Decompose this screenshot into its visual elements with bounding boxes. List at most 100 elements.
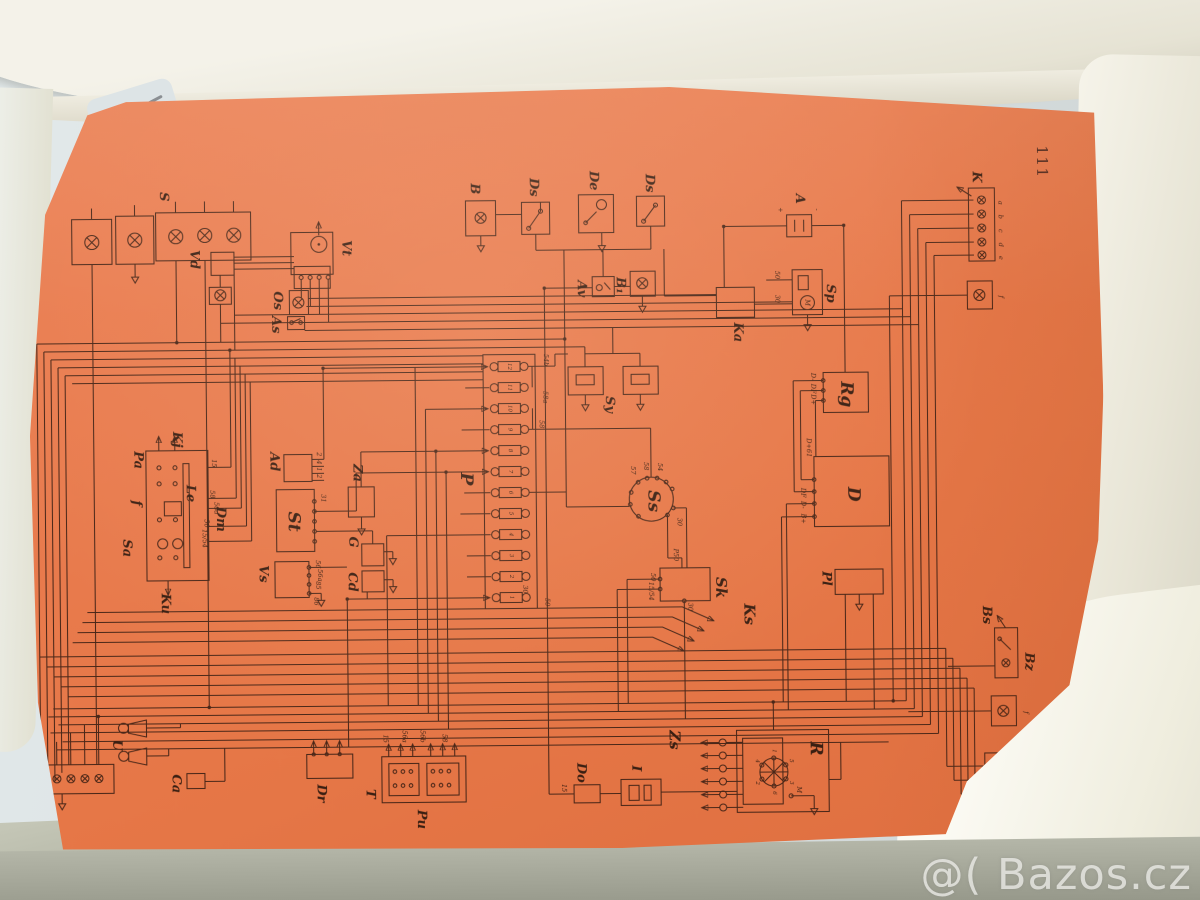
component-b1: B₁ bbox=[613, 271, 656, 312]
label-sa: Sa bbox=[119, 539, 134, 557]
component-pl: Pl bbox=[818, 569, 883, 611]
label-cd: Cd bbox=[344, 572, 359, 592]
component-ka: Ka bbox=[716, 287, 755, 342]
label-os: Os bbox=[270, 291, 285, 310]
terminal-15: 15 bbox=[210, 459, 218, 467]
component-vs: 56 56a 85 86 Vs bbox=[255, 560, 324, 607]
cyl-4: 4 bbox=[754, 758, 760, 763]
terminal-4: 4 bbox=[315, 459, 323, 464]
component-distributor-r: 1 5 3 6 2 4 M R bbox=[737, 729, 830, 815]
component-vd: Vd bbox=[186, 250, 234, 305]
label-sp: Sp bbox=[823, 284, 838, 303]
label-ca: Ca bbox=[168, 774, 183, 793]
component-regulator-rg: D- DF D+ Rg bbox=[809, 371, 868, 412]
label-f-top: f bbox=[997, 295, 1005, 300]
fuse-number: 2 bbox=[508, 574, 514, 579]
terminal-d-minus-d: D- bbox=[799, 500, 807, 509]
pin-c: c bbox=[997, 229, 1005, 233]
label-pa: Pa bbox=[130, 450, 145, 469]
terminal-30: 30 bbox=[521, 585, 529, 593]
terminal-p50: P50 bbox=[672, 548, 680, 562]
component-vt: Vt bbox=[291, 222, 354, 289]
label-av: Av bbox=[574, 278, 589, 298]
orange-schematic-page: S Vd Vt Os As bbox=[22, 83, 1107, 855]
label-ds2: Ds bbox=[642, 173, 657, 193]
watermark-bazos: @( Bazos.cz bbox=[920, 850, 1192, 900]
label-t: T bbox=[363, 789, 378, 800]
component-as: As bbox=[268, 314, 305, 334]
terminal-58d: 58d bbox=[212, 502, 220, 515]
terminal-54: 54 bbox=[656, 463, 664, 471]
terminal-50-pa: 50 bbox=[202, 519, 210, 527]
label-sy: Sy bbox=[602, 396, 617, 415]
terminal-30-sp: 30 bbox=[773, 295, 781, 303]
component-ad: 2 4 1 2 Ad bbox=[266, 450, 324, 482]
label-dr: Dr bbox=[314, 783, 329, 803]
component-connector-bottom-left bbox=[31, 764, 114, 810]
component-light-switch-ss: 57 58 54 30 Ss bbox=[628, 462, 683, 527]
terminal-2b: 2 bbox=[315, 473, 323, 478]
label-rg: Rg bbox=[836, 380, 856, 407]
terminal-56b-pu: 56b bbox=[419, 730, 427, 743]
component-starter-switch-sk: P50 50 15/54 30 Sk bbox=[647, 547, 731, 611]
cyl-6: 6 bbox=[771, 791, 777, 795]
component-cd: Cd bbox=[344, 571, 396, 593]
wiring-harness bbox=[35, 200, 996, 831]
terminal-56: 56 bbox=[314, 560, 322, 568]
terminal-minus: - bbox=[813, 208, 821, 210]
component-ds1: Ds bbox=[521, 177, 550, 235]
component-ammeter-a: + - A bbox=[776, 191, 820, 236]
terminal-31: 31 bbox=[319, 494, 327, 502]
component-do: 15 Do bbox=[560, 762, 600, 803]
label-vs: Vs bbox=[255, 565, 270, 583]
terminal-58-pu: 58 bbox=[441, 734, 449, 742]
terminal-58-pa: 58 bbox=[208, 490, 216, 498]
component-g: G bbox=[345, 536, 396, 566]
fuse-number: 4 bbox=[508, 532, 514, 537]
terminal-15-do: 15 bbox=[560, 784, 568, 792]
component-ca: Ca bbox=[168, 773, 205, 793]
terminal-plus: + bbox=[776, 207, 784, 213]
label-b1: B₁ bbox=[613, 276, 628, 294]
terminal-85: 85 bbox=[314, 581, 322, 589]
terminal-30-sk: 30 bbox=[686, 603, 694, 611]
pin-a: a bbox=[996, 201, 1004, 205]
wiring-diagram: S Vd Vt Os As bbox=[22, 87, 1107, 851]
label-do: Do bbox=[573, 762, 588, 783]
label-bs: Bs bbox=[979, 605, 994, 625]
component-av: Av bbox=[574, 277, 615, 298]
label-f-switch: f bbox=[129, 499, 144, 508]
label-kj: Kj bbox=[169, 431, 184, 448]
terminal-d-minus-rg: D- bbox=[809, 372, 817, 381]
component-ignition-coil-i: I bbox=[621, 764, 661, 805]
harness-ks: Ks bbox=[72, 602, 758, 656]
label-g: G bbox=[345, 536, 360, 547]
label-u: U bbox=[109, 740, 124, 752]
component-spark-plugs-zs: Zs bbox=[666, 729, 727, 812]
component-f-lamp-mid: f bbox=[991, 696, 1030, 726]
component-wiper-sp: M 50 30 Sp bbox=[773, 269, 838, 331]
fuse-number: 8 bbox=[507, 449, 513, 453]
terminal-86: 86 bbox=[312, 597, 320, 605]
label-b: B bbox=[467, 182, 482, 194]
fuse-number: 6 bbox=[507, 491, 513, 495]
fuse-number: 11 bbox=[506, 384, 512, 391]
label-a: A bbox=[792, 192, 807, 204]
terminal-15-pu: 15 bbox=[382, 735, 390, 743]
cyl-5: 5 bbox=[788, 759, 794, 763]
label-zs: Zs bbox=[666, 729, 684, 750]
component-starter-st: 31 St bbox=[276, 489, 328, 551]
component-f-lamp-top: f bbox=[967, 281, 1005, 309]
label-le: Le bbox=[183, 484, 198, 503]
label-m-motor: M bbox=[803, 298, 811, 306]
label-i: I bbox=[628, 764, 643, 772]
fuse-row bbox=[490, 361, 530, 602]
terminal-58-ss: 58 bbox=[642, 462, 650, 470]
component-connector-k-top: a b c d e K bbox=[957, 170, 1005, 261]
component-b-lamp: B bbox=[465, 182, 496, 252]
cyl-2: 2 bbox=[754, 780, 760, 785]
label-de: De bbox=[586, 170, 601, 191]
fuse-number: 12 bbox=[506, 363, 512, 371]
page-number: 111 bbox=[1032, 145, 1052, 179]
